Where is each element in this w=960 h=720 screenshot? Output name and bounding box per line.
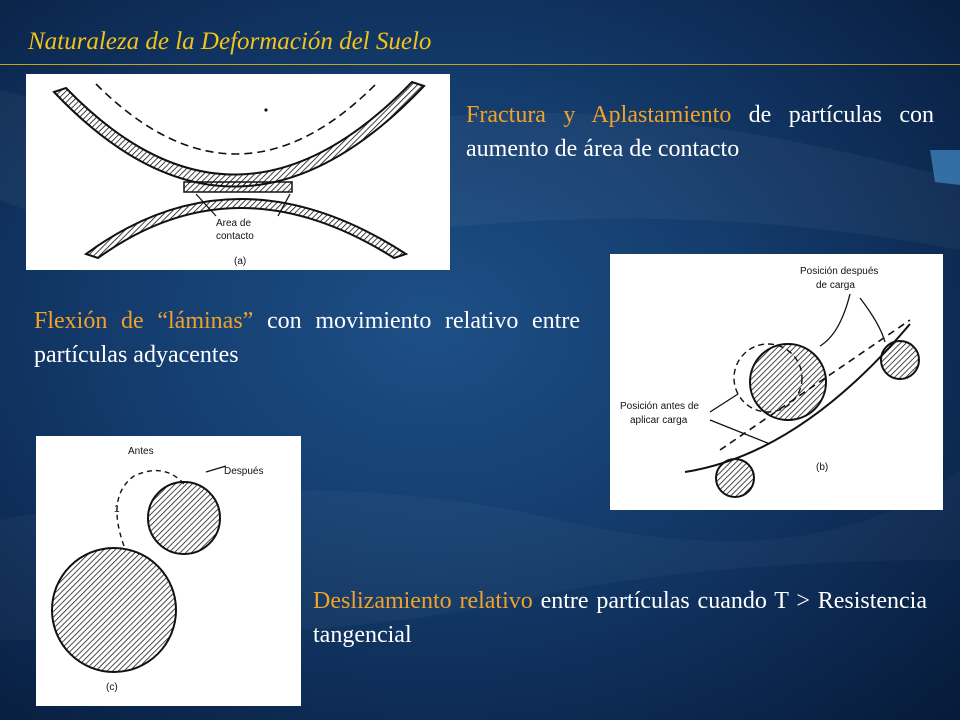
figure-b-label-before-1: Posición antes de (620, 401, 699, 412)
section-a-body: de partículas con aumento de área de con… (466, 102, 934, 162)
figure-c-label-after: Después (224, 466, 263, 477)
figure-b-label-after-2: de carga (816, 280, 855, 291)
title-divider (0, 64, 960, 65)
figure-a-label-2: contacto (216, 231, 254, 242)
figure-b-label-after-1: Posición después (800, 266, 878, 277)
figure-c-label-before: Antes (128, 446, 154, 457)
figure-a-label-1: Area de (216, 218, 251, 229)
figure-b-caption: (b) (816, 462, 828, 473)
section-a-text: Fractura y Aplastamiento de partículas c… (466, 98, 934, 166)
section-c-highlight: Deslizamiento relativo (313, 588, 533, 614)
section-b-text: Flexión de “láminas” con movimiento rela… (34, 304, 580, 372)
figure-c-sliding: Antes Después 1 (c) (36, 436, 301, 706)
slide-title: Naturaleza de la Deformación del Suelo (28, 28, 432, 55)
figure-c-caption: (c) (106, 682, 118, 693)
figure-c-label-one: 1 (114, 504, 120, 515)
section-c-body: entre partículas cuando T > Resistencia … (313, 588, 927, 648)
section-c-text: Deslizamiento relativo entre partículas … (313, 584, 927, 652)
figure-a-contact-area: Area de contacto (a) (26, 74, 450, 270)
figure-b-bending: Posición después de carga Posición antes… (610, 254, 943, 510)
figure-a-caption: (a) (234, 256, 246, 267)
figure-b-label-before-2: aplicar carga (630, 415, 688, 426)
section-b-highlight: Flexión de “láminas” (34, 308, 254, 334)
section-a-highlight: Fractura y Aplastamiento (466, 102, 732, 128)
section-b-body: con movimiento relativo entre partículas… (34, 308, 580, 368)
